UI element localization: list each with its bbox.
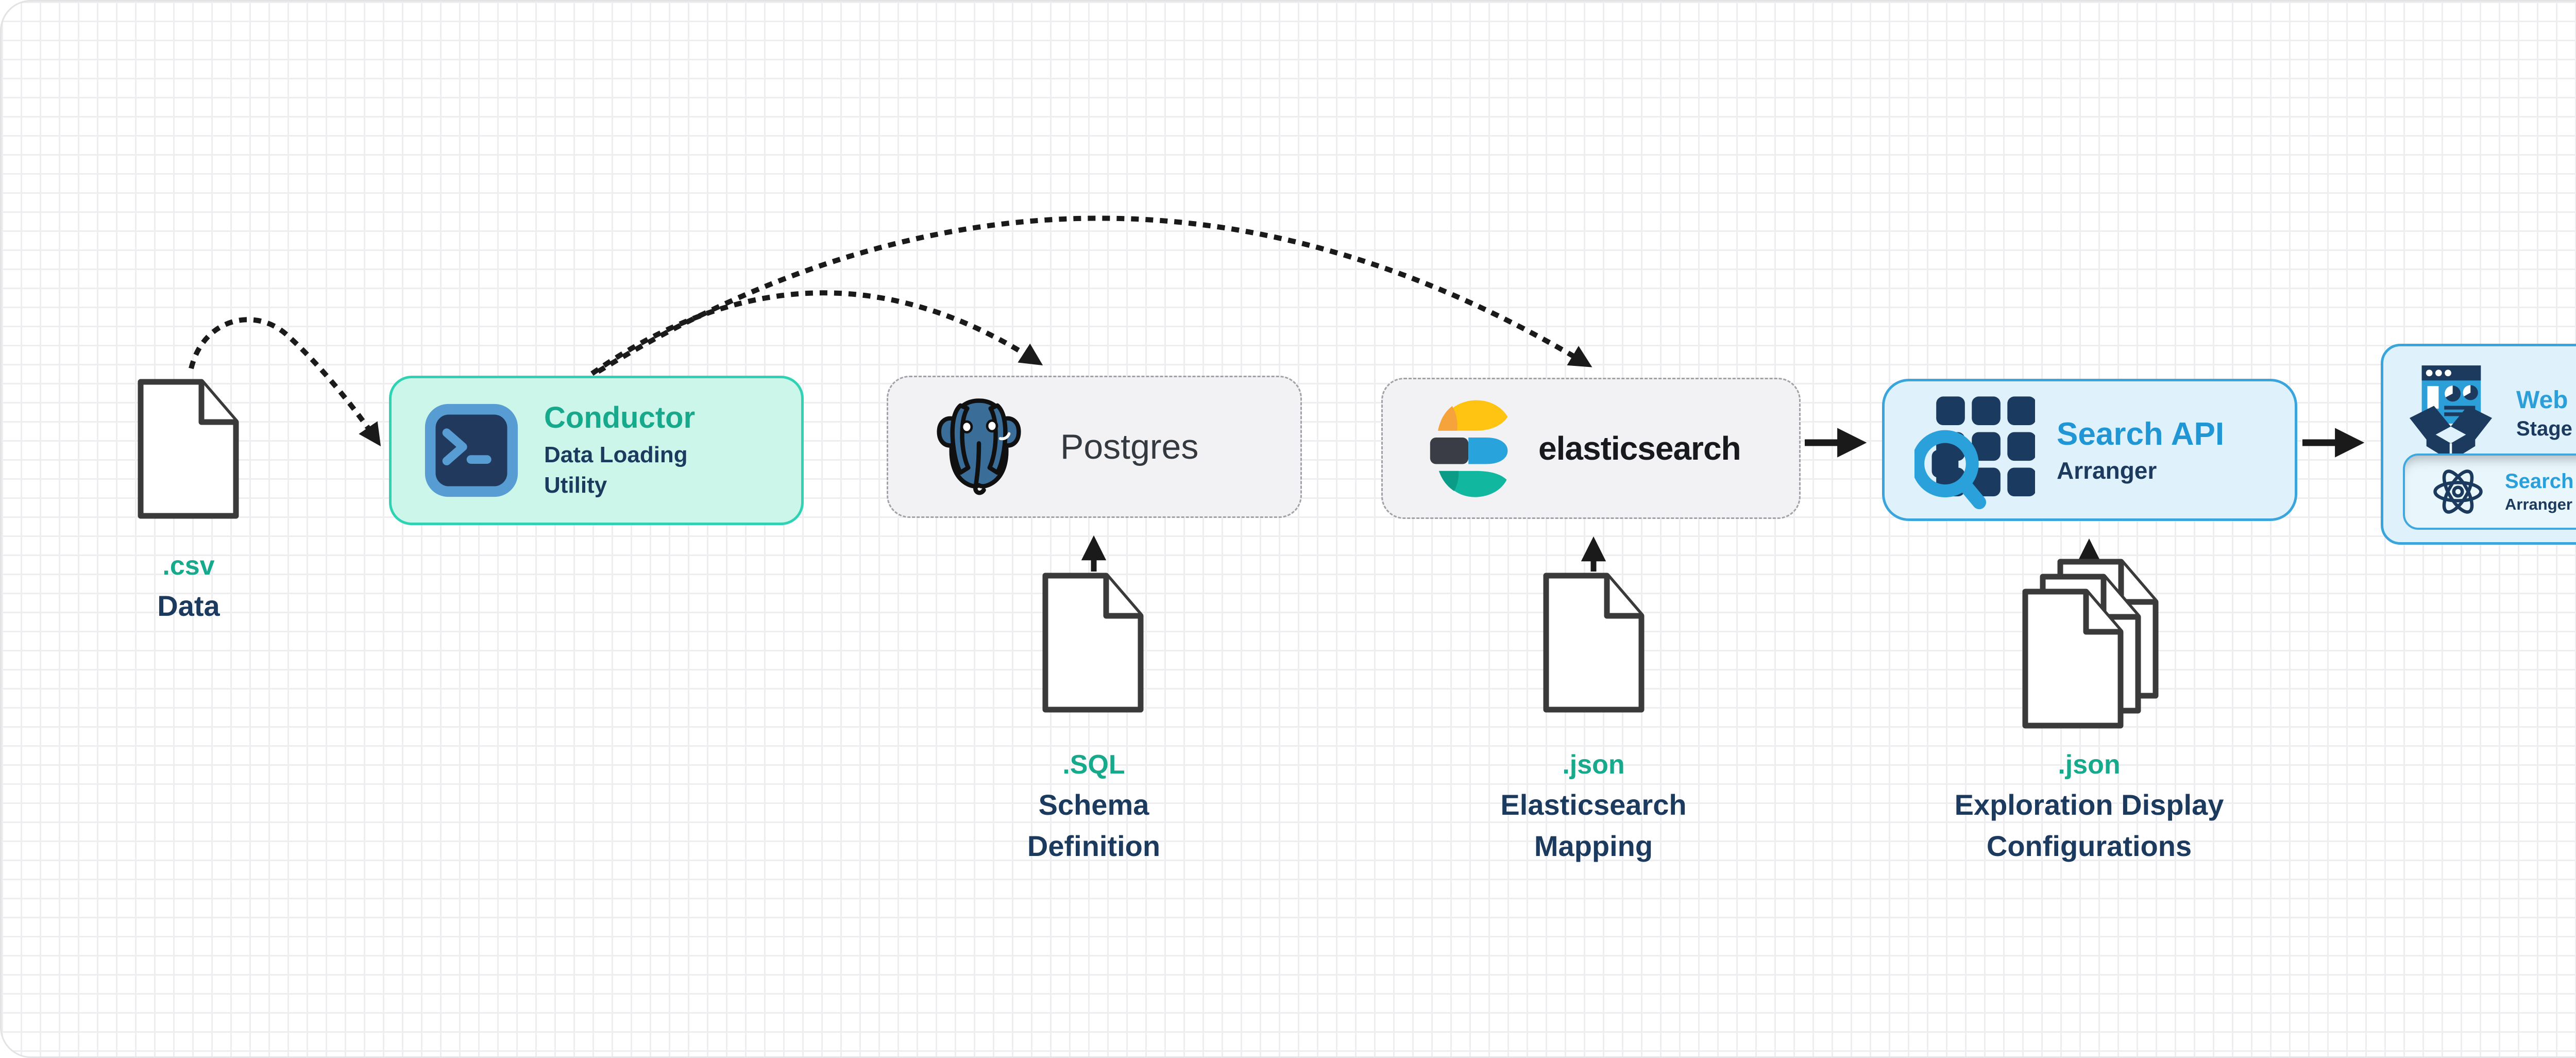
elasticsearch-logo-icon <box>1430 400 1508 497</box>
arranger-logo-icon <box>1914 396 2035 510</box>
terminal-icon <box>425 404 518 497</box>
web-portal-node: Web Portal Stage Search UI Arranger Comp… <box>2381 344 2576 545</box>
conductor-subtitle-line2: Utility <box>544 472 607 498</box>
conductor-title: Conductor <box>544 401 696 435</box>
json-mapping-line1: Elasticsearch <box>1500 788 1687 821</box>
json-mapping-ext-label: .json <box>1562 750 1625 780</box>
csv-ext-label: .csv <box>162 551 215 581</box>
json-mapping-label: .json Elasticsearch Mapping <box>1413 746 1774 866</box>
search-api-node: Search API Arranger <box>1882 379 2297 521</box>
json-config-line1: Exploration Display <box>1954 788 2224 821</box>
json-config-line2: Configurations <box>1986 829 2192 862</box>
elasticsearch-node: elasticsearch <box>1381 378 1801 519</box>
json-mapping-line2: Mapping <box>1534 829 1653 862</box>
csv-file-icon <box>138 379 239 519</box>
csv-name-label: Data <box>157 590 220 623</box>
search-api-title: Search API <box>2057 416 2225 452</box>
sql-ext-label: .SQL <box>1062 750 1125 780</box>
web-portal-title: Web Portal <box>2516 387 2576 414</box>
conductor-subtitle: Data Loading Utility <box>544 440 695 500</box>
json-config-files-icon <box>2020 557 2162 732</box>
postgres-title: Postgres <box>1060 427 1199 466</box>
json-config-label: .json Exploration Display Configurations <box>1868 746 2311 866</box>
sql-name-line1: Schema <box>1038 788 1149 821</box>
dotted-arc-conductor-to-elasticsearch <box>597 215 1592 374</box>
conductor-node: Conductor Data Loading Utility <box>389 376 804 525</box>
file-front-icon <box>2022 589 2124 729</box>
elasticsearch-title: elasticsearch <box>1538 430 1741 467</box>
web-portal-header: Web Portal Stage <box>2383 346 2576 467</box>
web-portal-subtitle: Stage <box>2516 417 2572 440</box>
stage-logo-icon <box>2409 365 2493 461</box>
search-api-subtitle: Arranger <box>2057 457 2157 484</box>
search-ui-node: Search UI Arranger Components <box>2403 454 2576 530</box>
sql-file-label: .SQL Schema Definition <box>913 746 1274 866</box>
json-mapping-file-icon <box>1543 573 1645 713</box>
postgres-logo-icon <box>937 398 1021 495</box>
sql-name-line2: Definition <box>1027 829 1161 862</box>
csv-data-label: .csv Data <box>34 547 343 627</box>
postgres-node: Postgres <box>887 376 1302 518</box>
json-config-ext-label: .json <box>2058 750 2121 780</box>
search-ui-subtitle: Arranger Components <box>2505 495 2576 513</box>
search-ui-title: Search UI <box>2505 469 2576 493</box>
conductor-subtitle-line1: Data Loading <box>544 442 688 468</box>
dotted-arc-conductor-to-postgres <box>590 290 1043 376</box>
react-logo-icon <box>2433 469 2483 514</box>
sql-file-icon <box>1042 573 1144 713</box>
